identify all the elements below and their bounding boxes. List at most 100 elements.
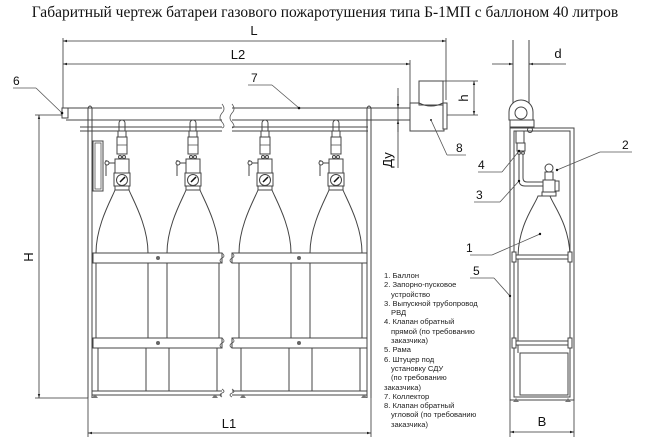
legend-item-text: (по требованию bbox=[391, 373, 447, 383]
cylinder-shoulder bbox=[238, 189, 292, 254]
callout-2: 2 bbox=[555, 138, 632, 172]
tap-fitting bbox=[188, 130, 198, 138]
callout-7: 7 bbox=[248, 71, 301, 110]
dimension-L2: L2 bbox=[63, 47, 411, 103]
legend-item-text: угловой (по требованию bbox=[391, 410, 477, 420]
callout-label-1: 1 bbox=[466, 241, 473, 255]
dim-label-L: L bbox=[250, 23, 257, 38]
valve-neck bbox=[328, 185, 344, 191]
cylinder-assembly bbox=[309, 119, 363, 392]
legend-item: 7. Коллектор bbox=[384, 392, 478, 401]
legend-item-text: 7. Коллектор bbox=[384, 391, 430, 401]
legend-item-text: 6. Штуцер под bbox=[384, 354, 435, 364]
legend-item-text: заказчика) bbox=[384, 382, 422, 392]
legend-item-text: 8. Клапан обратный bbox=[384, 401, 455, 411]
legend-item-text: 4. Клапан обратный bbox=[384, 317, 455, 327]
check-valve bbox=[187, 136, 199, 155]
cylinder-assembly bbox=[166, 119, 220, 392]
callout-5: 5 bbox=[470, 264, 512, 298]
dim-label-h: h bbox=[456, 94, 471, 101]
dim-label-H: H bbox=[21, 252, 36, 261]
angle-check-valve bbox=[371, 80, 448, 132]
cylinder-assembly bbox=[95, 119, 149, 392]
cylinder-base bbox=[97, 347, 147, 392]
check-valve bbox=[116, 136, 128, 155]
cylinder-base bbox=[240, 347, 290, 392]
cylinders-front bbox=[95, 119, 363, 398]
cylinder-base bbox=[168, 347, 218, 392]
dimension-B: B bbox=[509, 400, 575, 437]
callout-8: 8 bbox=[430, 119, 466, 156]
dim-label-d: d bbox=[554, 46, 561, 61]
valve-neck bbox=[185, 185, 201, 191]
tap-fitting bbox=[331, 130, 341, 138]
dim-label-L2: L2 bbox=[231, 47, 245, 62]
front-frame bbox=[87, 105, 372, 398]
collector-tap bbox=[332, 119, 340, 131]
callout-label-2: 2 bbox=[622, 138, 629, 152]
shutoff-device bbox=[257, 158, 273, 174]
side-view bbox=[508, 40, 575, 402]
drawing-title: Габаритный чертеж батареи газового пожар… bbox=[31, 4, 619, 21]
legend-item-text: заказчика) bbox=[391, 336, 429, 346]
legend-item-text: 3. Выпускной трубопровод bbox=[384, 298, 478, 308]
callout-label-3: 3 bbox=[476, 188, 483, 202]
dimension-d: d bbox=[492, 46, 566, 66]
shutoff-device bbox=[185, 158, 201, 174]
valve-neck bbox=[257, 185, 273, 191]
break-mark bbox=[229, 388, 235, 398]
valve-neck bbox=[114, 185, 130, 191]
break-mark bbox=[229, 252, 235, 264]
break-mark bbox=[219, 252, 225, 264]
cylinder-base bbox=[311, 347, 361, 392]
legend-item-text: прямой (по требованию bbox=[391, 326, 475, 336]
dimension-Du: Ду bbox=[380, 88, 400, 168]
callout-4: 4 bbox=[478, 149, 521, 173]
check-valve bbox=[330, 136, 342, 155]
legend-item-text: РВД bbox=[391, 308, 407, 318]
cylinder-assembly bbox=[238, 119, 292, 392]
collector-tap bbox=[189, 119, 197, 131]
dim-label-Du: Ду bbox=[380, 152, 395, 168]
callout-label-8: 8 bbox=[456, 141, 463, 155]
tap-fitting bbox=[117, 130, 127, 138]
shutoff-device bbox=[114, 158, 130, 174]
dimension-H: H bbox=[21, 114, 88, 399]
dimension-h: h bbox=[443, 80, 478, 116]
callout-label-5: 5 bbox=[473, 264, 480, 278]
callout-1: 1 bbox=[466, 232, 542, 256]
collector-tap bbox=[118, 119, 126, 131]
cylinder-shoulder bbox=[309, 189, 363, 254]
legend-item-text: установку СДУ bbox=[391, 363, 444, 373]
collector-pipe bbox=[61, 103, 410, 132]
tap-fitting bbox=[260, 130, 270, 138]
dimension-L1: L1 bbox=[87, 398, 372, 437]
collector-tap bbox=[261, 119, 269, 131]
dimension-L: L bbox=[62, 23, 447, 112]
break-mark bbox=[219, 337, 225, 349]
callout-3: 3 bbox=[474, 179, 521, 203]
callout-label-4: 4 bbox=[478, 158, 485, 172]
break-mark bbox=[219, 388, 225, 398]
legend-item: 5. Рама bbox=[384, 345, 478, 354]
legend-item-text: 2. Запорно-пусковое bbox=[384, 280, 457, 290]
legend-item-text: 5. Рама bbox=[384, 345, 411, 355]
shutoff-device bbox=[328, 158, 344, 174]
legend-item-text: заказчика) bbox=[391, 419, 429, 429]
callout-label-7: 7 bbox=[251, 71, 258, 85]
legend-item-text: 1. Баллон bbox=[384, 271, 420, 280]
cylinder-shoulder bbox=[95, 189, 149, 254]
dim-label-L1: L1 bbox=[222, 416, 236, 431]
cylinder-shoulder bbox=[166, 189, 220, 254]
callout-label-6: 6 bbox=[13, 74, 20, 88]
callout-6: 6 bbox=[13, 74, 64, 115]
legend-item: 1. Баллон bbox=[384, 271, 478, 280]
check-valve bbox=[259, 136, 271, 155]
